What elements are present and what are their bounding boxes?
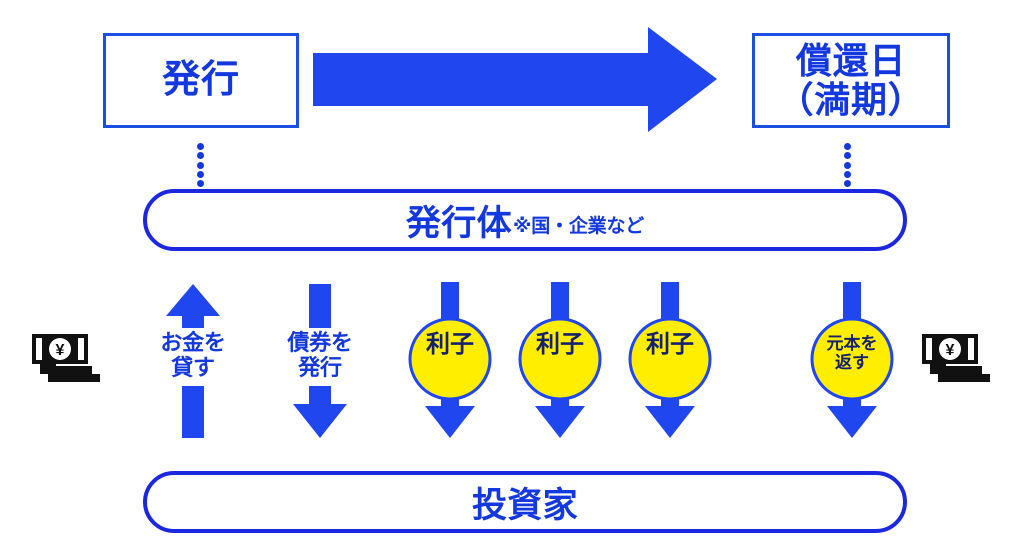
dot [843,161,851,169]
dotted-connector-right [843,143,851,187]
issuer-note: ※国・企業など [512,215,645,237]
maturity-box-label-line1: 償還日 [795,39,907,81]
party-bar-investor: 投資家 [143,471,907,533]
payment-circle [518,317,602,401]
dot [196,180,204,187]
payment-circle [810,317,894,401]
arrowhead-down [827,390,877,438]
arrow-stem [843,282,861,322]
payment-circle [408,317,492,401]
yen-banknotes-icon: ¥ [32,330,106,386]
svg-text:¥: ¥ [56,342,65,359]
payment-coupon-1: 利子 [395,282,505,440]
arrow-stem [309,284,331,328]
dot [196,170,204,178]
issuer-label: 発行体 [405,203,512,243]
payment-principal: 元本を 返す [797,282,907,440]
arrowhead-down [293,386,347,438]
dot [843,180,851,187]
arrowhead-down [645,390,695,438]
timeline-box-issue: 発行 [103,33,299,128]
dot [196,152,204,160]
dot [196,161,204,169]
timeline-box-maturity: 償還日 （満期） [752,33,950,128]
svg-text:¥: ¥ [946,342,955,359]
flow-issue-bond-label-line1: 債券を [287,330,353,355]
dotted-connector-left [196,143,204,187]
arrow-stem [661,282,679,322]
arrowhead-down [425,390,475,438]
party-bar-issuer: 発行体 ※国・企業など [143,189,907,251]
flow-lend-money-label-line2: 貸す [171,355,215,381]
issue-box-label: 発行 [162,58,240,101]
flow-issue-bond: 債券を 発行 [265,282,375,440]
payment-coupon-3: 利子 [615,282,725,440]
flow-lend-money-label: お金を 貸す [138,330,248,380]
maturity-box-label-line2: （満期） [777,78,925,120]
dot [843,152,851,160]
dot [843,143,851,150]
flow-issue-bond-label-line2: 発行 [298,355,342,381]
arrowhead-down [535,390,585,438]
yen-banknotes-icon: ¥ [922,330,996,386]
flow-lend-money: お金を 貸す [138,282,248,440]
dot [196,143,204,150]
payment-coupon-2: 利子 [505,282,615,440]
timeline-arrow [313,27,717,132]
arrow-stem [182,386,204,438]
flow-issue-bond-label: 債券を 発行 [265,330,375,380]
flow-lend-money-label-line1: お金を [160,330,226,355]
arrow-stem [551,282,569,322]
dot [843,170,851,178]
arrowhead-up [166,284,220,328]
investor-label: 投資家 [471,485,579,525]
payment-circle [628,317,712,401]
arrow-stem [441,282,459,322]
